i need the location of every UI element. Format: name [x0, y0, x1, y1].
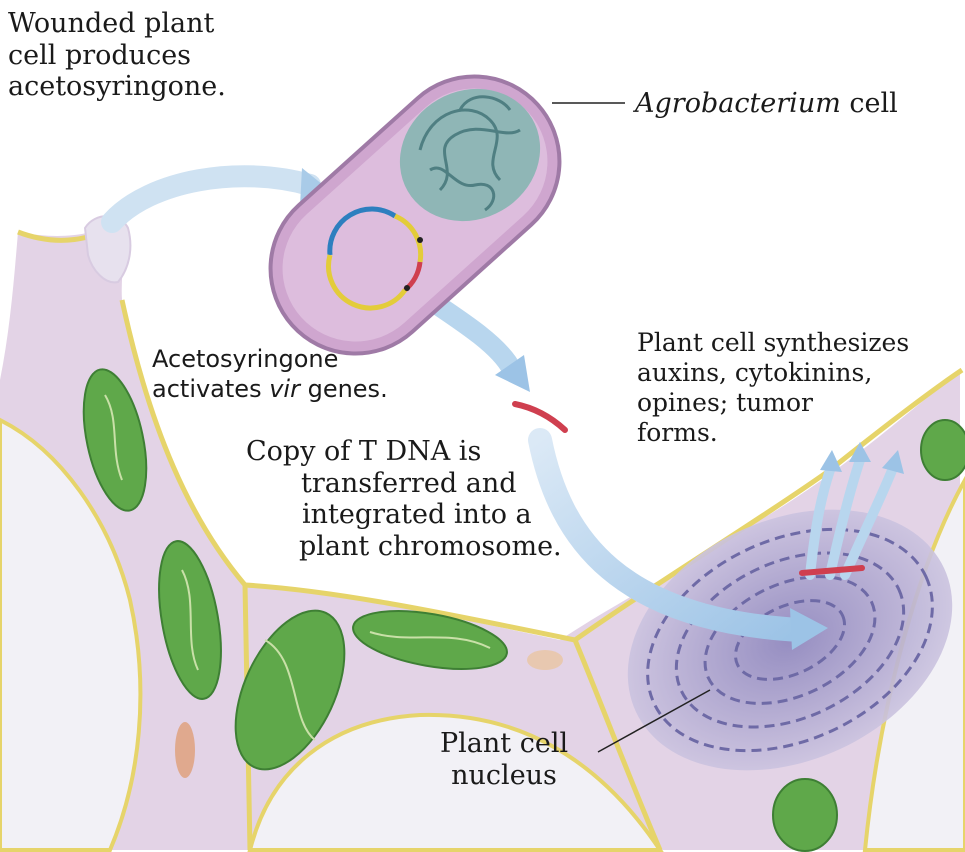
label-line: nucleus	[440, 760, 568, 792]
label-line: transferred and	[246, 468, 562, 500]
label-line: auxins, cytokinins,	[637, 358, 909, 388]
label-line: cell produces	[8, 40, 226, 72]
amyloplast	[175, 722, 195, 778]
amyloplast	[527, 650, 563, 670]
acetosyringone-arrow	[112, 176, 310, 222]
vir-activation-label: Acetosyringone activates vir genes.	[152, 344, 388, 404]
t-dna-fragment	[515, 404, 565, 430]
label-fragment: activates	[152, 375, 269, 403]
label-line: Plant cell synthesizes	[637, 328, 909, 358]
label-line: activates vir genes.	[152, 374, 388, 404]
label-line: Copy of T DNA is	[246, 436, 562, 468]
wounded-cell-label: Wounded plant cell produces acetosyringo…	[8, 8, 226, 103]
label-line: opines; tumor	[637, 388, 909, 418]
nucleus-label: Plant cell nucleus	[440, 728, 568, 791]
label-fragment: genes.	[300, 375, 388, 403]
chloroplast	[921, 420, 965, 480]
label-line: plant chromosome.	[246, 531, 562, 563]
label-line: Wounded plant	[8, 8, 226, 40]
label-line: integrated into a	[246, 499, 562, 531]
agrobacterium-name: Agrobacterium	[635, 88, 841, 119]
agrobacterium-cell	[236, 41, 595, 388]
agrobacterium-label: Agrobacterium cell	[635, 88, 898, 120]
t-dna-transfer-label: Copy of T DNA is transferred and integra…	[246, 436, 562, 562]
chloroplast	[773, 779, 837, 851]
agrobacterium-suffix: cell	[841, 88, 898, 119]
label-line: Acetosyringone	[152, 344, 388, 374]
synthesis-label: Plant cell synthesizes auxins, cytokinin…	[637, 328, 909, 448]
label-line: Plant cell	[440, 728, 568, 760]
vir-gene-name: vir	[269, 375, 300, 403]
label-line: forms.	[637, 418, 909, 448]
label-line: acetosyringone.	[8, 71, 226, 103]
